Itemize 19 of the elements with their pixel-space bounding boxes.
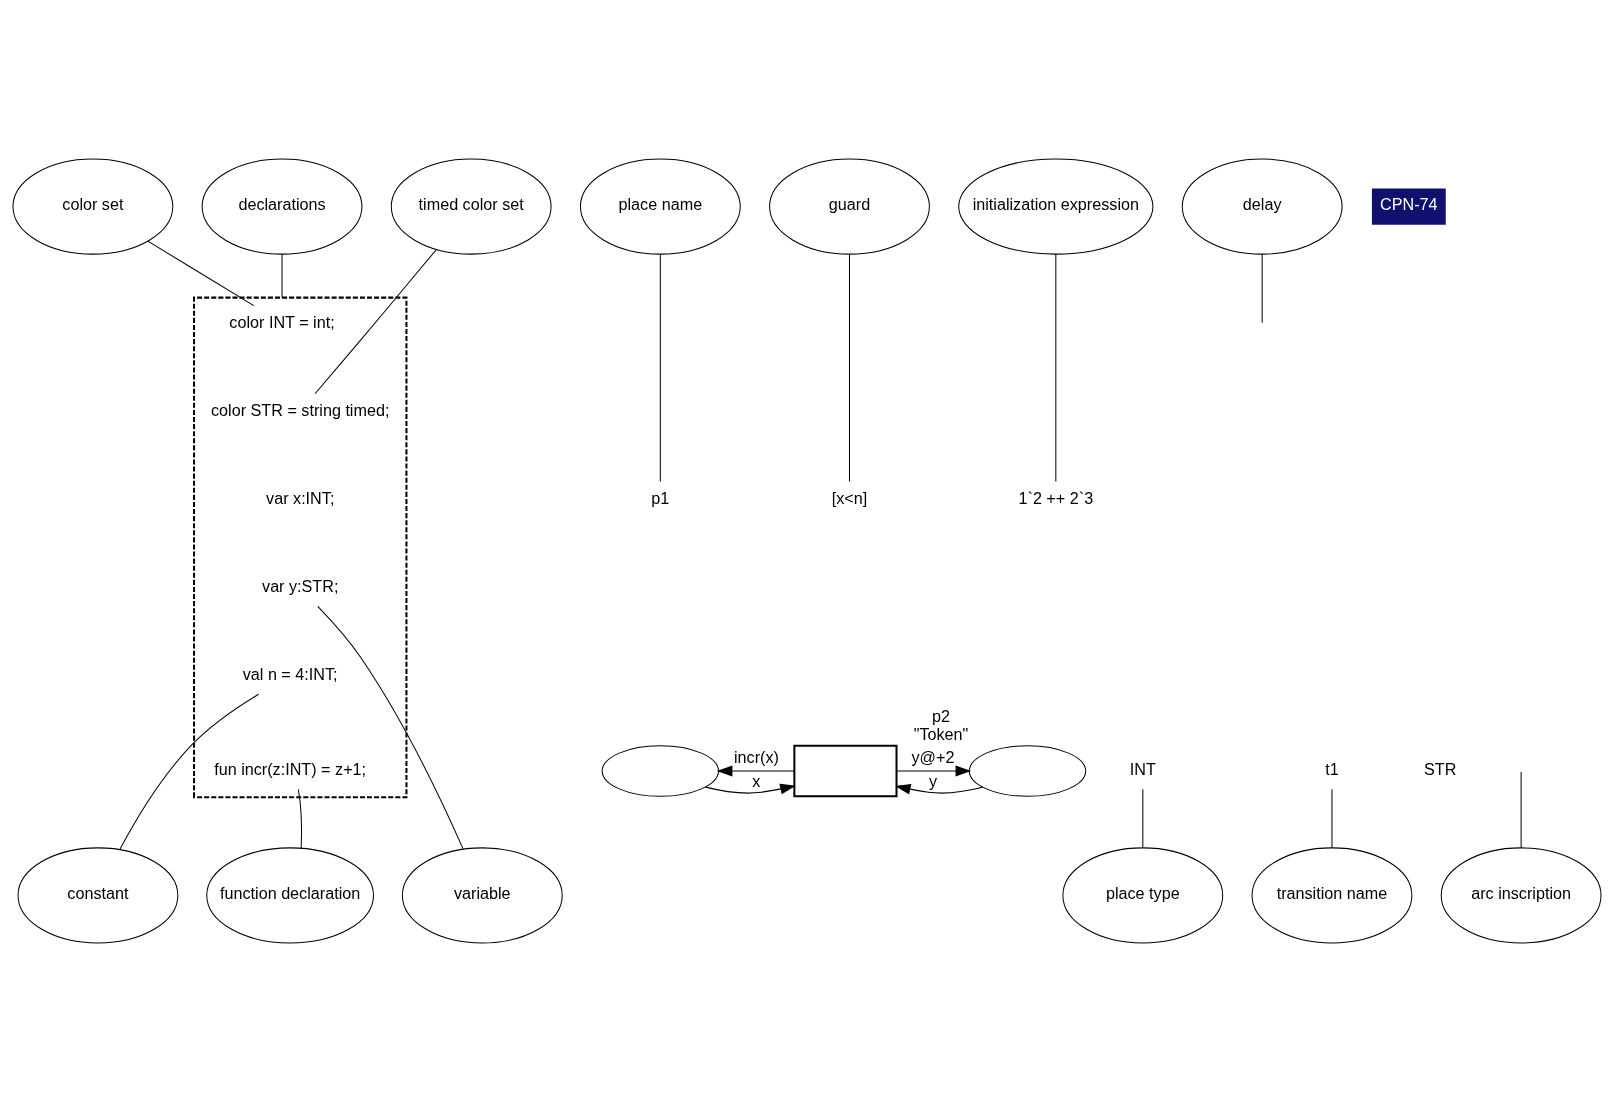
node-text: var y:STR; bbox=[262, 576, 339, 595]
node-text: STR bbox=[1424, 759, 1457, 778]
node-text: p1 bbox=[651, 488, 670, 507]
node-text: val n = 4:INT; bbox=[242, 664, 338, 683]
edge-label: y bbox=[928, 771, 937, 790]
edge-label: y@+2 bbox=[911, 747, 955, 766]
node-label: "Token" bbox=[913, 724, 969, 743]
label: CPN-74 bbox=[1380, 194, 1438, 213]
edge-label: x bbox=[752, 771, 761, 790]
node-text: color STR = string timed; bbox=[211, 400, 390, 419]
node-text: fun incr(z:INT) = z+1; bbox=[214, 759, 367, 778]
node-text: color INT = int; bbox=[229, 312, 335, 331]
edge-label: incr(x) bbox=[733, 747, 779, 766]
node-label: p2 bbox=[932, 706, 951, 725]
node-text: 1`2 ++ 2`3 bbox=[1018, 488, 1094, 507]
node-text: [x<n] bbox=[831, 488, 868, 507]
node-text: INT bbox=[1129, 759, 1156, 778]
node-text: t1 bbox=[1325, 759, 1339, 778]
node-text: var x:INT; bbox=[266, 488, 335, 507]
